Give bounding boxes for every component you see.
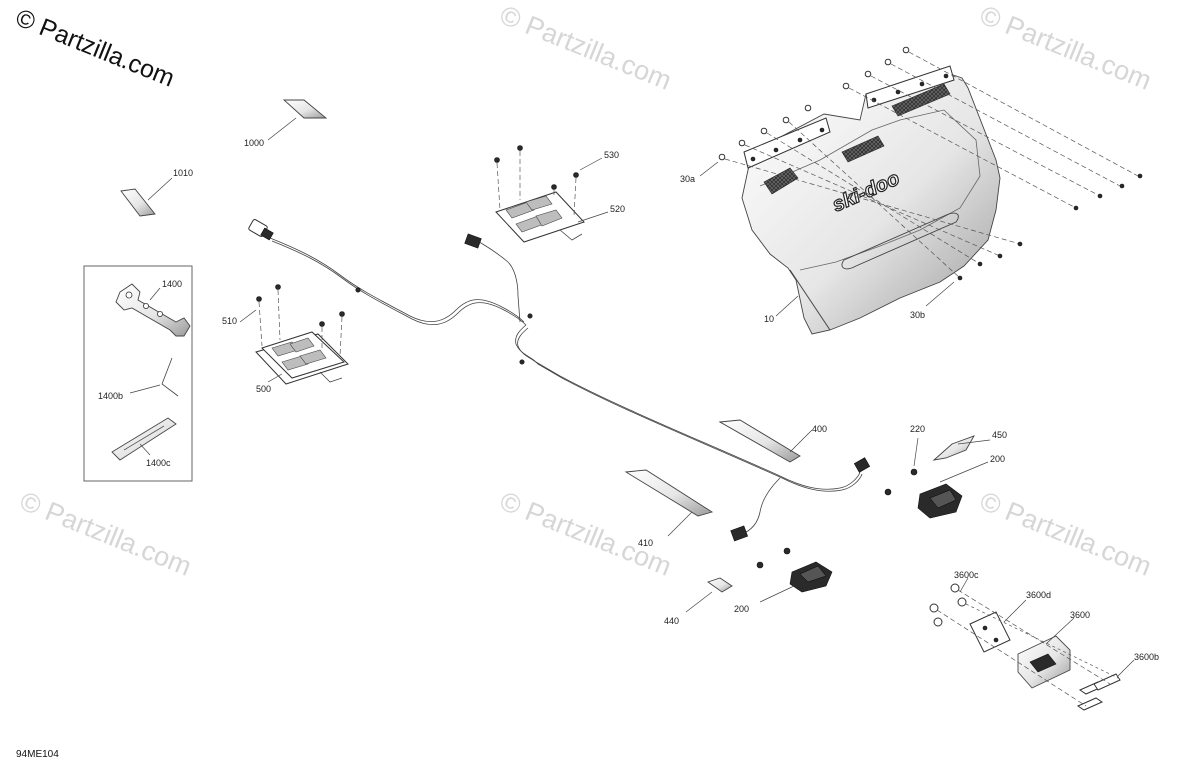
callout-30b: 30b — [910, 310, 925, 320]
callout-10: 10 — [764, 314, 774, 324]
callout-3600d: 3600d — [1026, 590, 1051, 600]
callout-1010: 1010 — [173, 168, 193, 178]
watermark-layer: © Partzilla.com © Partzilla.com © Partzi… — [12, 0, 1156, 582]
callout-3600: 3600 — [1070, 610, 1090, 620]
callout-220: 220 — [910, 424, 925, 434]
part-3600-hitch: 3600c 3600d 3600 3600b — [929, 570, 1159, 711]
callout-1400b: 1400b — [98, 391, 123, 401]
callout-200-right: 200 — [990, 454, 1005, 464]
part-1000-decal: 1000 — [244, 99, 328, 148]
callout-3600b: 3600b — [1134, 652, 1159, 662]
diagram-code: 94ME104 — [16, 749, 59, 760]
fasteners-30a-30b — [718, 46, 1143, 281]
callout-200-left: 200 — [734, 604, 749, 614]
callout-3600c: 3600c — [954, 570, 979, 580]
tool-kit-group: 1400 1400b 1400c — [83, 265, 193, 482]
part-500-heater-grip: 510 500 — [222, 284, 349, 394]
callout-1000: 1000 — [244, 138, 264, 148]
part-440-decal: 440 — [664, 577, 733, 626]
callout-530: 530 — [604, 150, 619, 160]
callout-440: 440 — [664, 616, 679, 626]
hex-key-1400b-icon — [161, 357, 179, 397]
part-410-reflector: 410 — [624, 469, 714, 548]
callout-400: 400 — [812, 424, 827, 434]
part-200-light-left: 200 — [734, 547, 833, 614]
part-10-front-panel: ski-doo — [680, 46, 1143, 335]
part-450-decal: 450 — [932, 430, 1007, 461]
watermark-faint-5: © Partzilla.com — [976, 486, 1156, 582]
part-200-light-right: 220 200 — [884, 424, 1005, 519]
callout-1400: 1400 — [162, 279, 182, 289]
callout-410: 410 — [638, 538, 653, 548]
part-400-reflector: 400 — [718, 419, 827, 463]
watermark-faint-2: © Partzilla.com — [976, 0, 1156, 96]
tool-kit-frame — [83, 265, 193, 482]
part-1010-decal: 1010 — [120, 168, 193, 217]
watermark-main: © Partzilla.com — [12, 4, 179, 93]
callout-30a: 30a — [680, 174, 695, 184]
watermark-faint-3: © Partzilla.com — [16, 486, 196, 582]
callout-510: 510 — [222, 316, 237, 326]
watermark-faint-1: © Partzilla.com — [496, 0, 676, 96]
strap-1400c-icon — [111, 417, 177, 461]
callout-450: 450 — [992, 430, 1007, 440]
wrench-1400-icon — [115, 283, 191, 337]
wiring-harness — [248, 219, 871, 542]
watermark-faint-4: © Partzilla.com — [496, 486, 676, 582]
callout-500: 500 — [256, 384, 271, 394]
callout-520: 520 — [610, 204, 625, 214]
callout-1400c: 1400c — [146, 458, 171, 468]
part-520-heater-grip: 530 520 — [494, 145, 625, 243]
